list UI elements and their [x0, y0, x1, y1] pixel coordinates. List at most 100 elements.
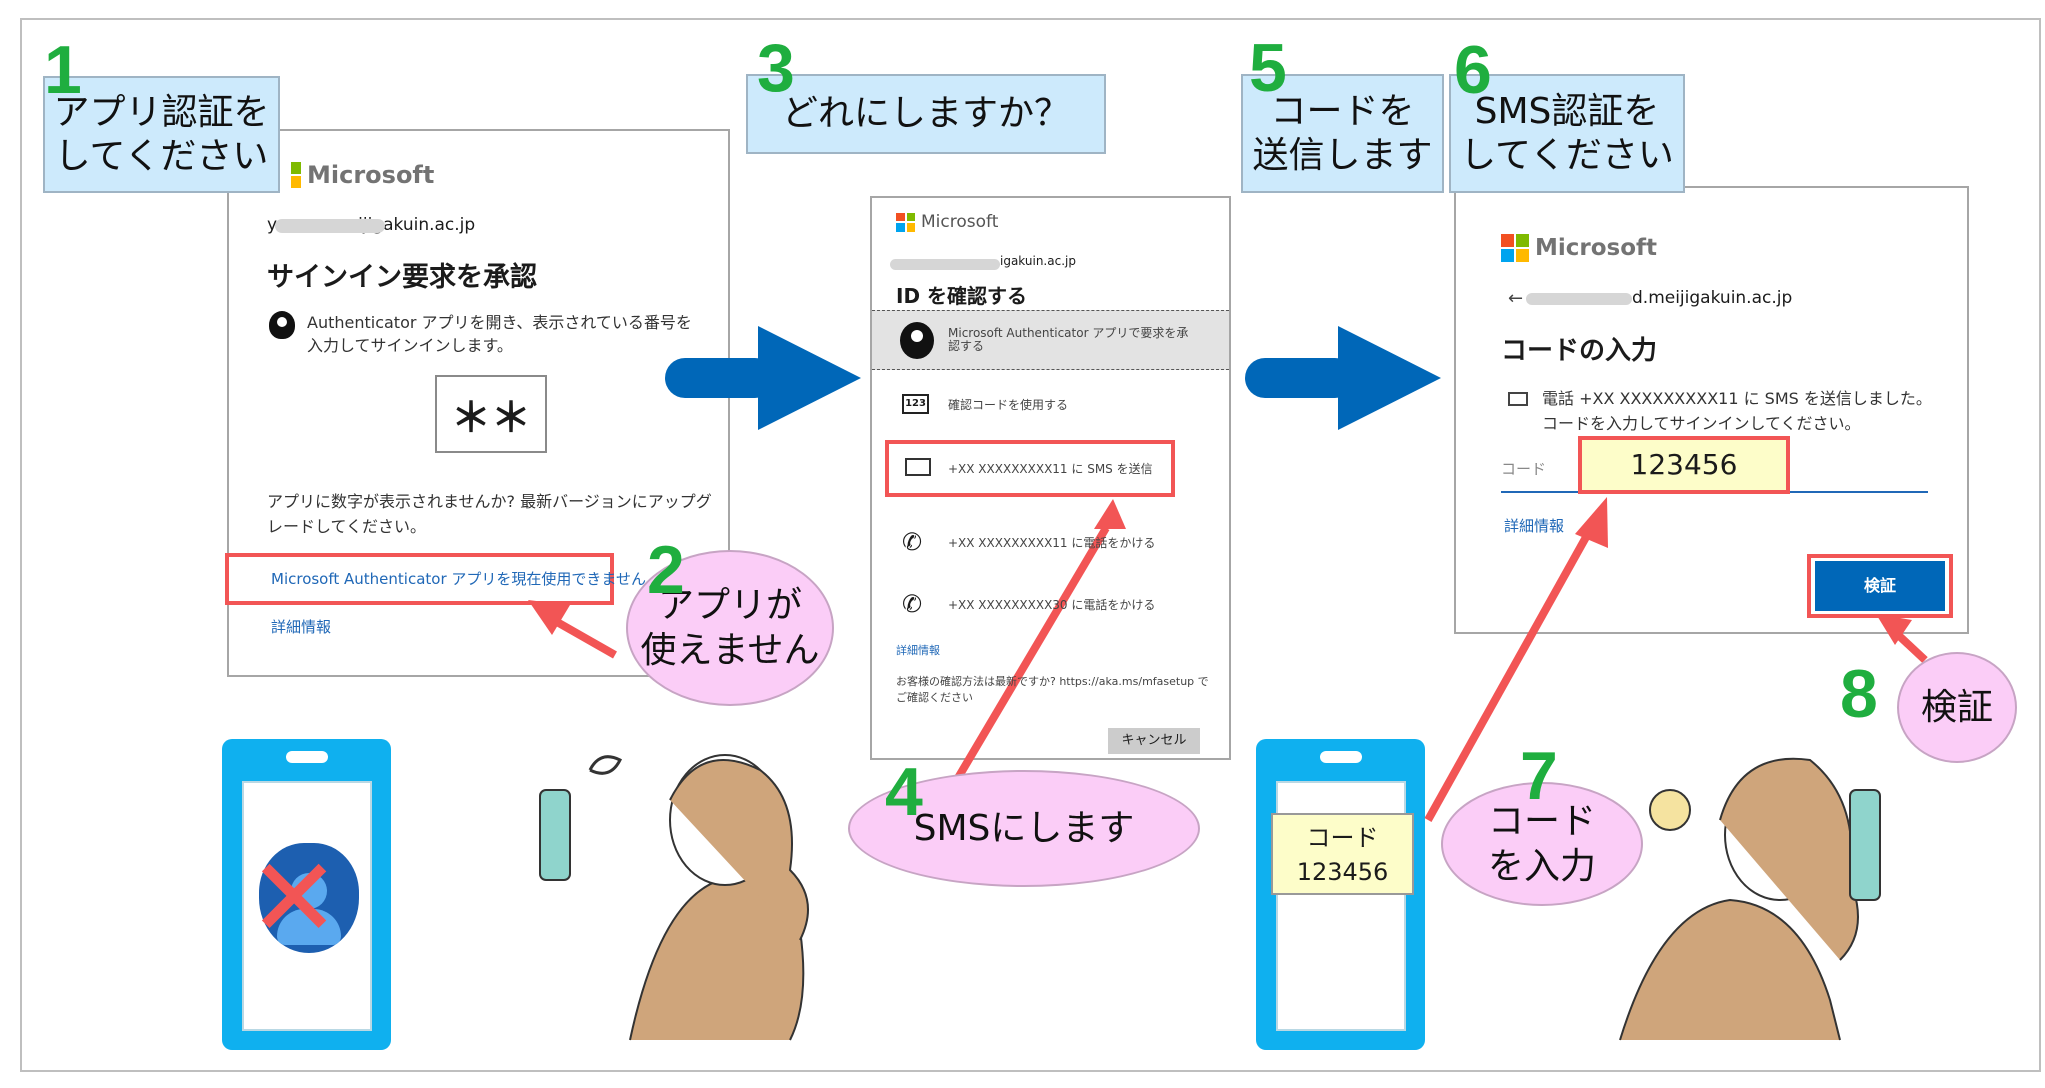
cancel-button[interactable]: キャンセル: [1108, 728, 1200, 754]
upgrade-note: アプリに数字が表示されませんか? 最新バージョンにアップグレードしてください。: [267, 492, 712, 536]
option-label: +XX XXXXXXXXX11 に電話をかける: [948, 536, 1156, 550]
step6-callout: SMS認証をしてください: [1449, 74, 1685, 193]
page-title: ID を確認する: [896, 284, 1028, 308]
code-label: コード: [1501, 460, 1547, 478]
authenticator-icon: [269, 311, 295, 339]
more-info-link[interactable]: 詳細情報: [896, 644, 940, 657]
authenticator-icon: [900, 322, 934, 359]
email-redaction: [1526, 293, 1632, 305]
enter-code-panel: Microsoft ← d.meijigakuin.ac.jp コードの入力 電…: [1454, 186, 1969, 634]
step7-number: 7: [1520, 738, 1558, 814]
chat-icon: [1508, 392, 1528, 406]
option-label: 確認コードを使用する: [948, 398, 1069, 412]
code-input[interactable]: 123456: [1578, 436, 1790, 494]
step3-number: 3: [757, 30, 795, 106]
phone-speaker: [1320, 751, 1362, 763]
account-email: d.meijigakuin.ac.jp: [1632, 288, 1793, 308]
brand-name: Microsoft: [307, 161, 435, 189]
microsoft-logo-icon: [1501, 234, 1529, 262]
step6-text-line1: SMS認証を: [1474, 91, 1660, 133]
step3-callout: どれにしますか？: [746, 74, 1106, 154]
sms-code-value: 123456: [1296, 858, 1389, 886]
step2-number: 2: [647, 532, 685, 608]
brand-name: Microsoft: [921, 212, 999, 232]
sms-code-message: コード 123456: [1271, 813, 1414, 895]
step2-text-line1: アプリが: [657, 585, 802, 626]
sms-option-highlight: [885, 440, 1175, 497]
code-123-icon: 123: [902, 394, 929, 414]
microsoft-logo: Microsoft: [279, 161, 434, 189]
option-label: Microsoft Authenticator アプリで要求を承認する: [948, 326, 1189, 353]
authenticator-app-icon: [259, 843, 359, 953]
step7-text-line2: を入力: [1487, 846, 1596, 887]
step7-text-line1: コード: [1487, 801, 1596, 842]
flow-arrow-1: [665, 326, 861, 430]
step5-text-line2: 送信します: [1252, 134, 1433, 176]
microsoft-logo-icon: [279, 162, 301, 188]
step5-text-line1: コードを: [1270, 91, 1415, 133]
option-call-11[interactable]: ✆ +XX XXXXXXXXX11 に電話をかける: [872, 516, 1229, 566]
back-arrow-icon[interactable]: ←: [1508, 288, 1524, 309]
pointer-arrowhead-step4: [1094, 499, 1126, 529]
step1-callout: アプリ認証をしてください: [43, 76, 280, 193]
brand-name: Microsoft: [1535, 235, 1658, 261]
happy-woman-illustration: [1619, 757, 1881, 1041]
more-info-link[interactable]: 詳細情報: [271, 618, 332, 636]
step1-text-line1: アプリ認証を: [53, 92, 270, 134]
step7-bubble: コードを入力: [1441, 782, 1643, 906]
flow-arrow-2: [1245, 326, 1441, 430]
pointer-arrow-step4: [948, 525, 1110, 791]
step1-number: 1: [44, 32, 82, 108]
step2-bubble: アプリが使えません: [626, 550, 834, 706]
microsoft-logo-icon: [896, 212, 915, 232]
page-title: コードの入力: [1501, 336, 1658, 366]
verify-identity-panel: Microsoft igakuin.ac.jp ID を確認する Microso…: [870, 196, 1231, 760]
phone-call-icon: ✆: [902, 528, 923, 556]
phone-sms: コード 123456: [1256, 739, 1425, 1050]
pointer-arrowhead-step8: [1876, 614, 1912, 645]
pointer-arrowhead-step2: [528, 600, 570, 635]
step3-text: どれにしますか？: [781, 93, 1070, 135]
sms-code-label: コード: [1306, 824, 1379, 852]
microsoft-logo: Microsoft: [896, 212, 998, 232]
slide-frame: [20, 18, 2041, 1072]
cross-icon: ✕: [248, 834, 341, 962]
option-verification-code[interactable]: 123 確認コードを使用する: [872, 378, 1229, 428]
step6-number: 6: [1454, 32, 1492, 108]
confused-woman-illustration: [539, 754, 809, 1041]
pointer-arrow-step2: [548, 614, 617, 659]
option-sms[interactable]: +XX XXXXXXXXX11 に SMS を送信: [889, 444, 1171, 493]
verify-button[interactable]: 検証: [1815, 561, 1945, 611]
email-redaction: [275, 219, 385, 233]
microsoft-logo: Microsoft: [1501, 234, 1657, 262]
phone-call-icon: ✆: [902, 590, 923, 618]
pointer-arrowhead-step7: [1575, 497, 1608, 548]
step8-bubble: 検証: [1897, 652, 2017, 763]
chat-icon: [905, 458, 931, 476]
option-authenticator[interactable]: Microsoft Authenticator アプリで要求を承認する: [872, 310, 1229, 370]
step8-number: 8: [1840, 656, 1878, 732]
step2-text-line2: 使えません: [640, 630, 820, 671]
email-redaction: [890, 259, 1000, 270]
phone-speaker: [286, 751, 328, 763]
step4-bubble: SMSにします: [848, 770, 1200, 887]
step1-text-line2: してください: [54, 135, 269, 177]
step4-text: SMSにします: [913, 808, 1135, 849]
step8-text: 検証: [1920, 687, 1993, 728]
mfa-setup-note: お客様の確認方法は最新ですか? https://aka.ms/mfasetup …: [896, 675, 1209, 704]
number-display: ＊＊: [435, 375, 547, 453]
phone-screen: ✕: [242, 781, 372, 1031]
phone-authenticator: ✕: [222, 739, 391, 1050]
page-title: サインイン要求を承認: [267, 262, 537, 293]
option-label: +XX XXXXXXXXX30 に電話をかける: [948, 598, 1156, 612]
option-label: +XX XXXXXXXXX11 に SMS を送信: [948, 462, 1153, 476]
account-email: igakuin.ac.jp: [1000, 254, 1076, 268]
step5-number: 5: [1249, 30, 1287, 106]
step5-callout: コードを送信します: [1241, 74, 1444, 193]
more-info-link[interactable]: 詳細情報: [1504, 517, 1565, 535]
pointer-arrow-step7: [1424, 528, 1594, 822]
option-call-30[interactable]: ✆ +XX XXXXXXXXX30 に電話をかける: [872, 578, 1229, 628]
instruction-text: Authenticator アプリを開き、表示されている番号を入力してサインイン…: [307, 313, 692, 355]
cant-use-app-link[interactable]: Microsoft Authenticator アプリを現在使用できません: [271, 570, 646, 588]
